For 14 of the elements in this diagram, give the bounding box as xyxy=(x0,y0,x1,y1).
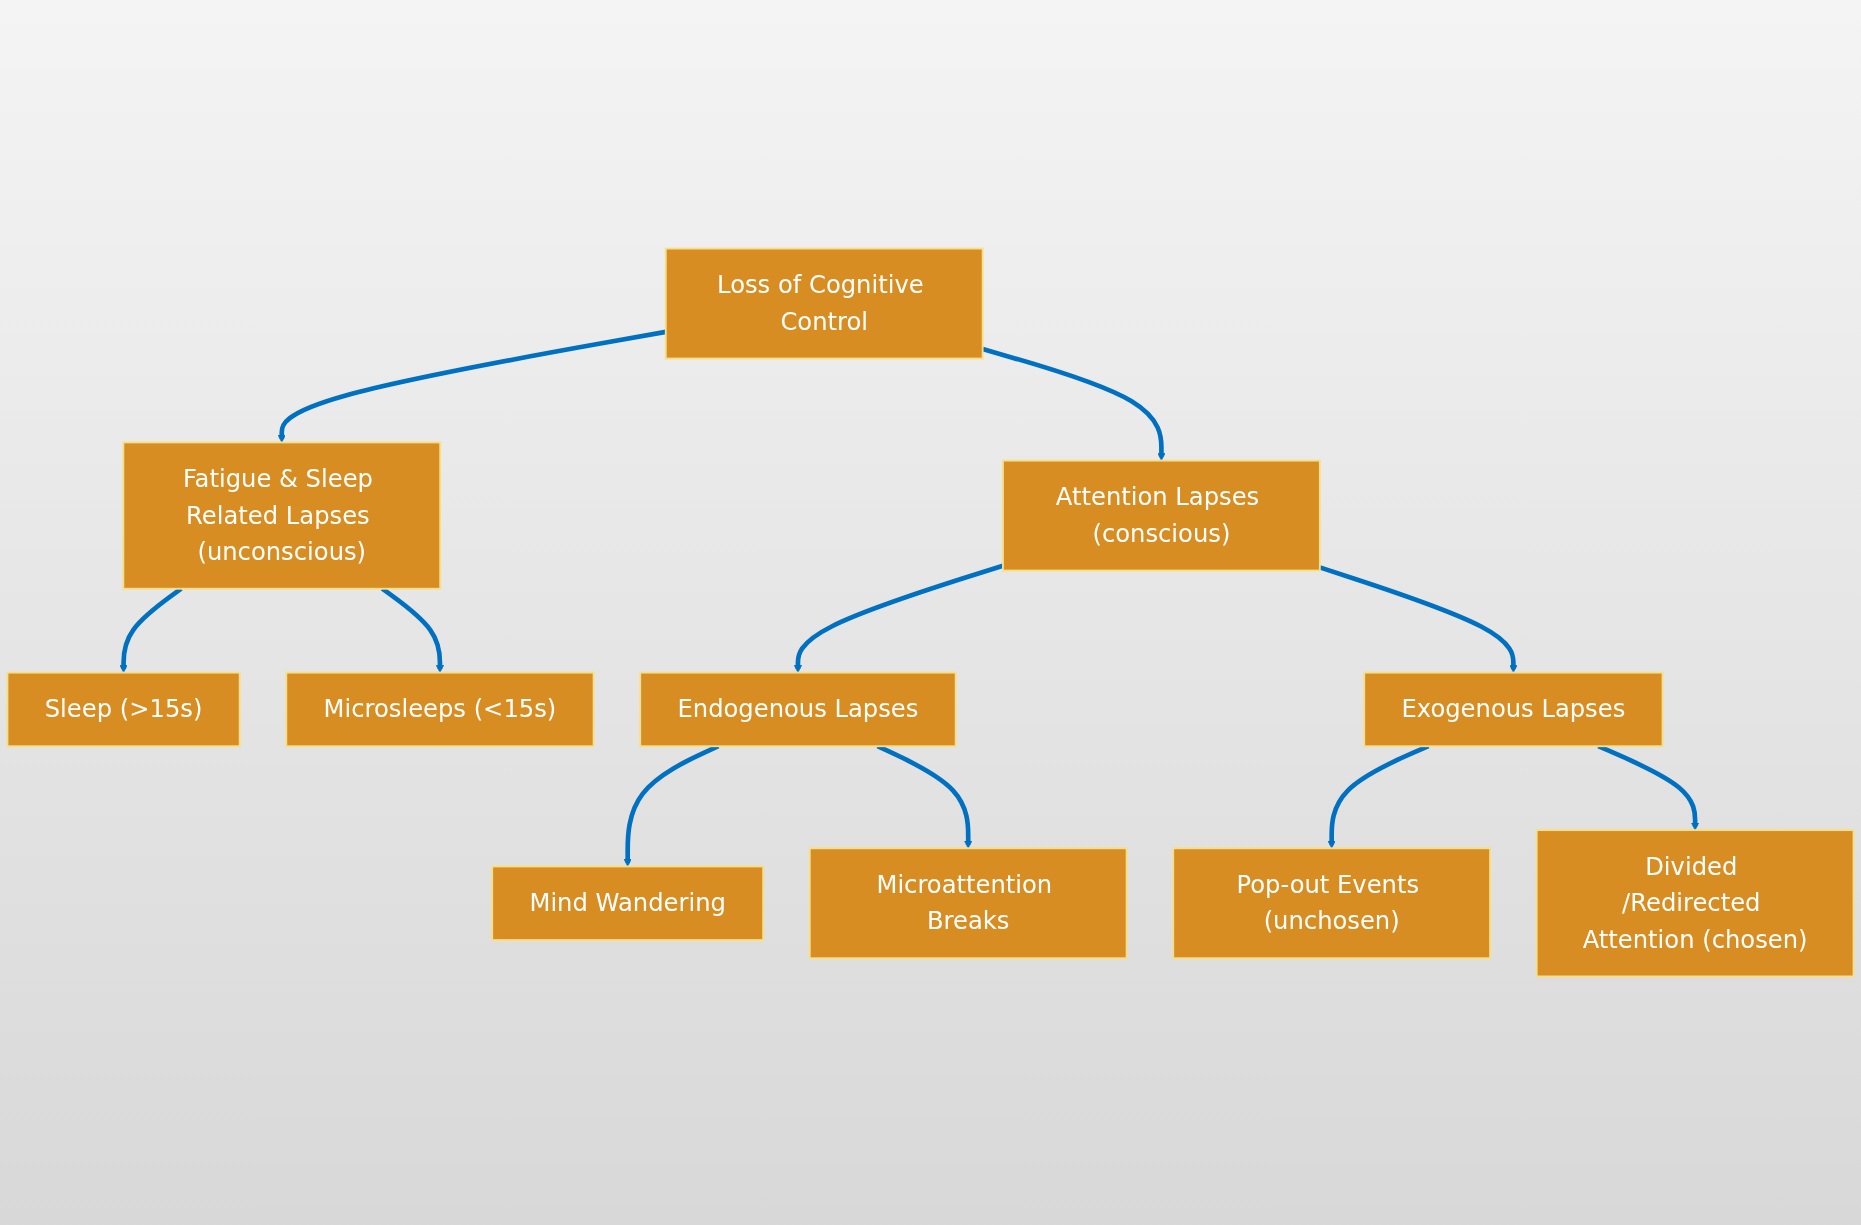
node-box: Exogenous Lapses xyxy=(1363,671,1664,748)
node-box: Microattention Breaks xyxy=(808,847,1128,960)
node-box: Attention Lapses (conscious) xyxy=(1002,459,1321,572)
node-box: Fatigue & Sleep Related Lapses (unconscious) xyxy=(122,441,442,590)
node-box: Mind Wandering xyxy=(491,865,765,941)
node-box: Microsleeps (<15s) xyxy=(285,671,595,748)
arrow xyxy=(793,563,1004,673)
node-box: Divided /Redirected Attention (chosen) xyxy=(1535,829,1855,978)
node-box: Loss of Cognitive Control xyxy=(664,247,984,360)
node-box: Sleep (>15s) xyxy=(6,671,241,748)
arrow xyxy=(1319,565,1518,673)
node-box: Pop-out Events (unchosen) xyxy=(1172,847,1491,960)
arrow xyxy=(982,346,1166,461)
node-box: Endogenous Lapses xyxy=(639,671,957,748)
